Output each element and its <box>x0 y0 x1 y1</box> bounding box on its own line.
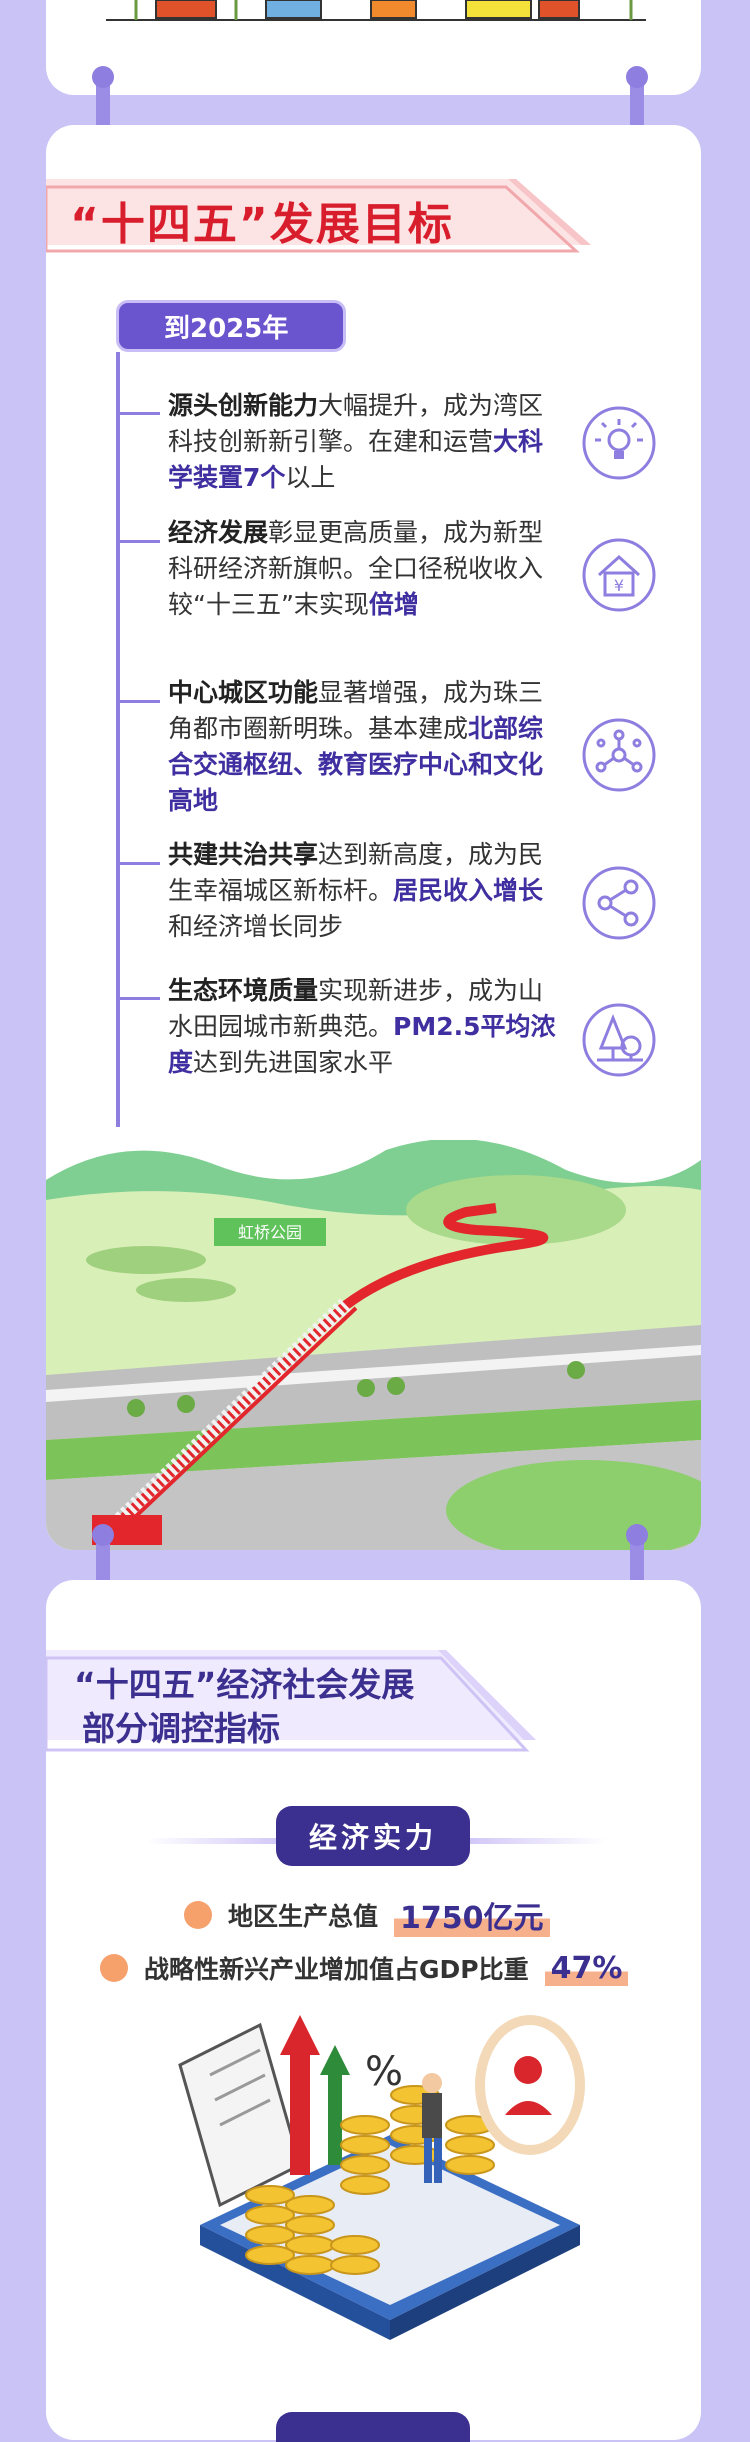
bullet-dot <box>100 1954 128 1982</box>
goal-item-3: 中心城区功能显著增强，成为珠三角都市圈新明珠。基本建成北部综合交通枢纽、教育医疗… <box>168 678 544 815</box>
economy-section-pill: 经济实力 <box>276 1806 470 1866</box>
city-illustration <box>106 0 646 21</box>
timeline-tick <box>116 540 160 543</box>
goal-item-5: 生态环境质量实现新进步，成为山水田园城市新典范。PM2.5平均浓度达到先进国家水… <box>168 976 556 1077</box>
goal-item-4: 共建共治共享达到新高度，成为民生幸福城区新标杆。居民收入增长和经济增长同步 <box>168 840 544 941</box>
next-section-pill <box>276 2412 470 2442</box>
timeline-tick <box>116 862 160 865</box>
metric-label: 战略性新兴产业增加值占GDP比重 <box>144 1955 529 1984</box>
goal-item-2: 经济发展彰显更高质量，成为新型科研经济新旗帜。全口径税收收入较“十三五”末实现倍… <box>168 518 544 619</box>
metric-label: 地区生产总值 <box>228 1902 379 1931</box>
park-illustration: 虹桥公园 <box>46 1140 701 1550</box>
metric-value: 1750亿元 <box>394 1893 550 1937</box>
network-nodes-icon <box>582 718 656 792</box>
top-card <box>46 0 701 95</box>
tree-icon <box>582 1003 656 1077</box>
finance-illustration: % <box>178 2015 585 2340</box>
indicators-section-title-line1: “十四五”经济社会发展 <box>74 1665 415 1704</box>
svg-text:¥: ¥ <box>614 576 624 595</box>
title-banner-shape <box>46 179 591 253</box>
goals-card: “十四五”发展目标 到2025年 源头创新能力大幅提升，成为湾区科技创新新引擎。… <box>46 125 701 1550</box>
metric-row-gdp: 地区生产总值 1750亿元 <box>184 1893 550 1937</box>
svg-text:%: % <box>365 2049 403 2095</box>
lightbulb-icon <box>582 406 656 480</box>
title-banner-shape <box>46 1650 536 1752</box>
timeline-tick <box>116 700 160 703</box>
park-sign: 虹桥公园 <box>238 1223 302 1242</box>
timeline-tick <box>116 997 160 1000</box>
bullet-dot <box>184 1901 212 1929</box>
metric-value: 47% <box>544 1950 629 1986</box>
year-tag: 到2025年 <box>116 300 346 352</box>
timeline-line <box>116 352 120 1127</box>
share-icon <box>582 866 656 940</box>
metric-row-emerging-industry: 战略性新兴产业增加值占GDP比重 47% <box>100 1950 629 1986</box>
house-yuan-icon: ¥ <box>582 538 656 612</box>
timeline-tick <box>116 412 160 415</box>
indicators-section-title-line2: 部分调控指标 <box>82 1709 280 1748</box>
goal-item-1: 源头创新能力大幅提升，成为湾区科技创新新引擎。在建和运营大科学装置7个以上 <box>168 391 544 492</box>
goals-section-title: “十四五”发展目标 <box>70 199 454 250</box>
